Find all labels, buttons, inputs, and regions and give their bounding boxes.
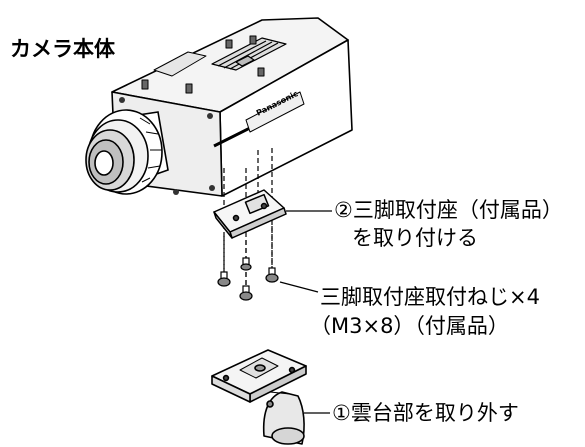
tripod-mount-plate	[213, 189, 287, 239]
camera-body-title: カメラ本体	[10, 37, 115, 61]
screw-guide-lines	[223, 226, 273, 286]
leader-screws	[279, 281, 319, 293]
step1-label: ①雲台部を取り外す	[332, 401, 519, 425]
pan-tilt-head	[211, 349, 307, 445]
step2-label-line2: を取り付ける	[352, 226, 478, 250]
screws-label-line1: 三脚取付座取付ねじ×4	[320, 285, 540, 309]
mounting-screws	[217, 257, 279, 301]
screw-3	[265, 267, 279, 283]
leader-lines	[279, 210, 332, 414]
screws-label-line2: （M3×8）（付属品）	[310, 314, 509, 338]
side-plate	[245, 91, 305, 133]
top-studs	[141, 35, 265, 94]
screw-2	[239, 285, 253, 301]
step2-label-line1: ②三脚取付座（付属品）	[334, 198, 563, 222]
screw-1	[217, 271, 231, 287]
top-mount-rails	[211, 37, 287, 71]
screw-4	[240, 257, 252, 271]
top-panel	[153, 51, 207, 77]
lens-assembly	[85, 109, 169, 195]
